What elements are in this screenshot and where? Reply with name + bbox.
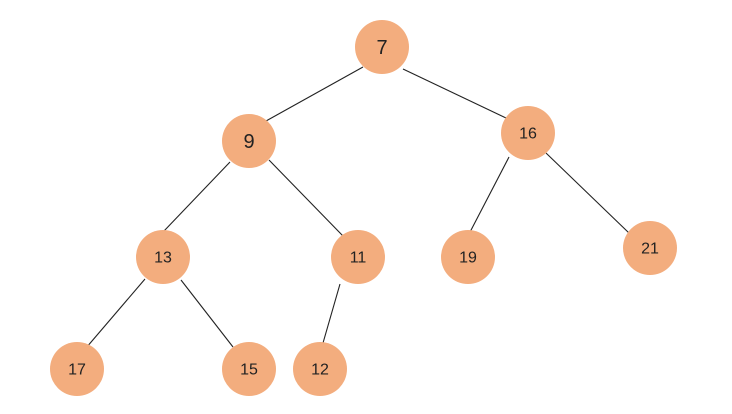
node-label: 7 <box>376 37 387 59</box>
node-label: 13 <box>154 250 172 267</box>
node-circle <box>441 230 495 284</box>
edge-7-9 <box>265 66 364 122</box>
tree-node-19: 19 <box>441 230 495 284</box>
node-circle <box>50 342 104 396</box>
node-circle <box>222 342 276 396</box>
node-circle <box>501 106 555 160</box>
tree-node-11: 11 <box>331 230 385 284</box>
node-label: 9 <box>243 131 254 153</box>
tree-node-16: 16 <box>501 106 555 160</box>
tree-node-17: 17 <box>50 342 104 396</box>
tree-node-9: 9 <box>222 114 276 168</box>
edges-layer <box>85 66 630 349</box>
edge-13-17 <box>85 278 146 349</box>
edge-11-12 <box>322 283 341 344</box>
tree-node-21: 21 <box>623 221 677 275</box>
node-label: 21 <box>641 241 659 258</box>
edge-9-13 <box>163 161 231 232</box>
edge-16-19 <box>468 156 510 235</box>
node-label: 15 <box>240 362 258 379</box>
node-circle <box>355 20 409 74</box>
edge-7-16 <box>402 68 507 119</box>
node-label: 16 <box>519 126 537 143</box>
node-label: 19 <box>459 250 477 267</box>
node-circle <box>136 230 190 284</box>
tree-node-7: 7 <box>355 20 409 74</box>
edge-16-21 <box>545 152 630 234</box>
tree-node-13: 13 <box>136 230 190 284</box>
node-circle <box>293 342 347 396</box>
edge-13-15 <box>180 279 234 348</box>
node-circle <box>623 221 677 275</box>
node-label: 17 <box>68 362 86 379</box>
nodes-layer: 7 9 16 13 11 19 21 17 <box>50 20 677 396</box>
tree-node-12: 12 <box>293 342 347 396</box>
node-circle <box>331 230 385 284</box>
node-label: 12 <box>311 362 329 379</box>
tree-node-15: 15 <box>222 342 276 396</box>
edge-9-11 <box>268 159 344 237</box>
node-label: 11 <box>350 250 367 267</box>
node-circle <box>222 114 276 168</box>
